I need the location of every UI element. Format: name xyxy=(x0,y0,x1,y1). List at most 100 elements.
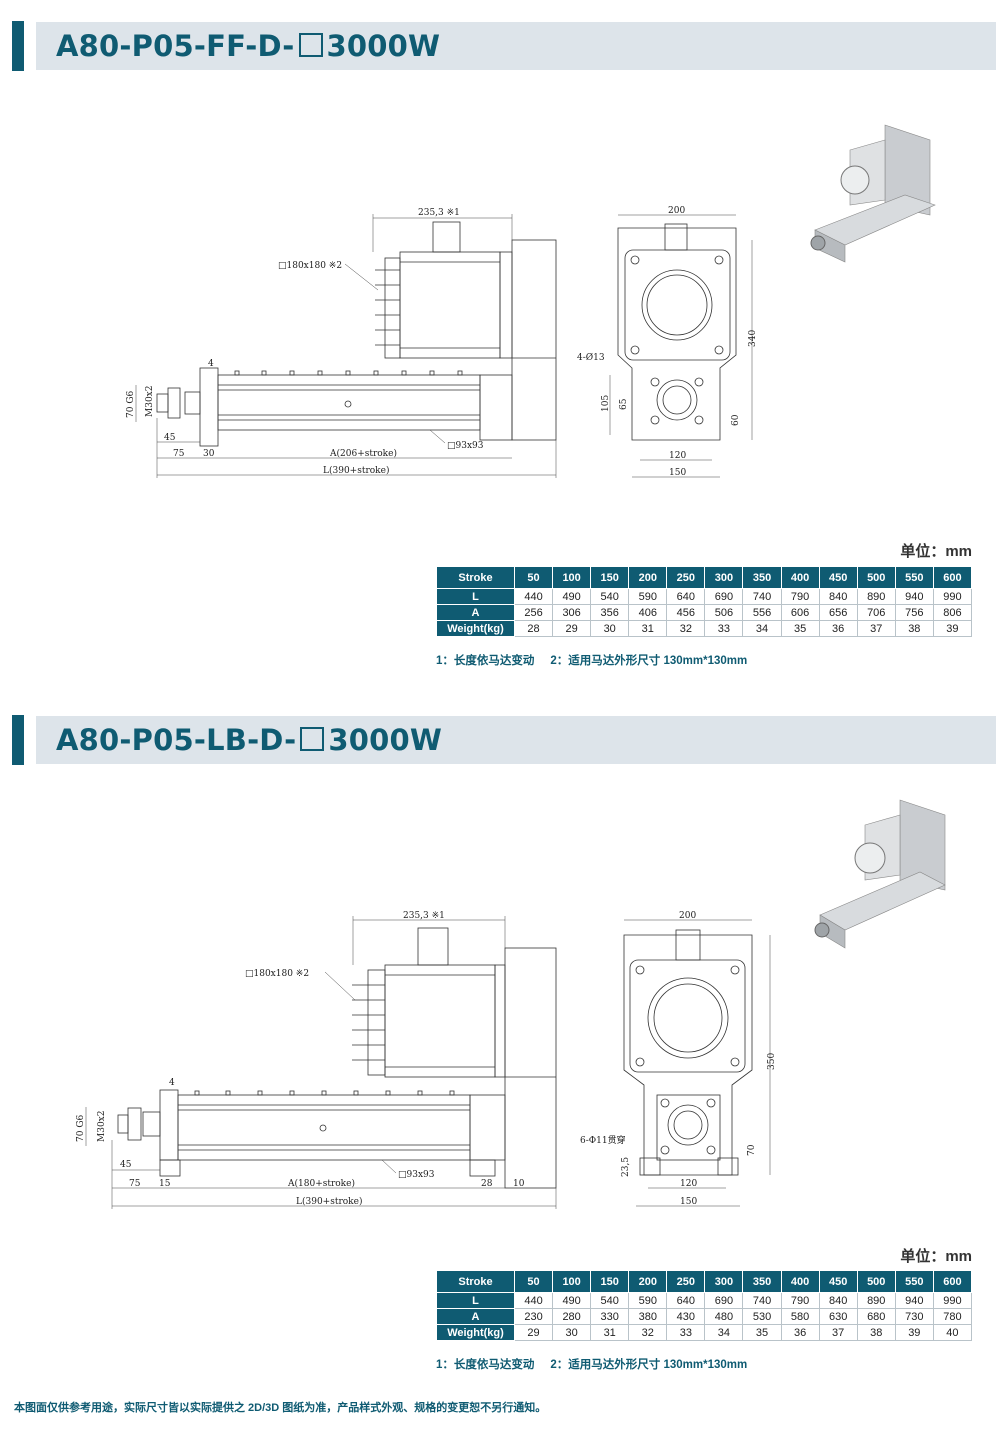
table-cell: 940 xyxy=(894,1292,934,1309)
table-cell: 33 xyxy=(704,620,744,637)
table-cell: 490 xyxy=(552,1292,592,1309)
table-header-cell: 150 xyxy=(590,566,630,589)
table-cell: 556 xyxy=(742,604,782,621)
note-1: 1：长度依马达变动 xyxy=(436,655,535,667)
table-cell: 38 xyxy=(894,620,934,637)
dim-flange-thickness: 4 xyxy=(169,1078,175,1088)
table-cell: 37 xyxy=(856,620,896,637)
table-cell: 630 xyxy=(818,1308,858,1325)
table-cell: 430 xyxy=(666,1308,706,1325)
dim-60: 60 xyxy=(731,414,741,426)
dim-rod-len: 45 xyxy=(164,433,176,443)
table-cell: 34 xyxy=(704,1324,744,1341)
table-cell: 330 xyxy=(590,1308,630,1325)
table-cell: 940 xyxy=(894,588,934,605)
table-cell: 480 xyxy=(704,1308,744,1325)
disclaimer-footer: 本图面仅供参考用途，实际尺寸皆以实际提供之 2D/3D 图纸为准，产品样式外观、… xyxy=(14,1402,547,1414)
table-cell: 39 xyxy=(894,1324,934,1341)
section-1-product-3d-image xyxy=(810,124,936,263)
dim-150: 150 xyxy=(680,1197,697,1207)
table-header-cell: 100 xyxy=(552,1270,592,1293)
table-cell: 256 xyxy=(513,604,554,621)
table-cell: 28 xyxy=(513,620,554,637)
table-header-cell: 250 xyxy=(666,1270,706,1293)
dim-a: A(206+stroke) xyxy=(329,448,397,459)
table-cell: 32 xyxy=(628,1324,668,1341)
note-2: 2：适用马达外形尺寸 130mm*130mm xyxy=(550,655,748,667)
table-header-cell: 350 xyxy=(742,566,782,589)
dim-motor-length: 235,3 ※1 xyxy=(418,208,460,218)
dim-holes: 6-Φ11贯穿 xyxy=(580,1134,626,1146)
table-cell: 840 xyxy=(818,1292,858,1309)
table-cell: 756 xyxy=(894,604,934,621)
table-header-cell: 200 xyxy=(628,566,668,589)
table-cell: 29 xyxy=(552,620,592,637)
table-cell: 35 xyxy=(780,620,820,637)
table-cell: 640 xyxy=(666,1292,706,1309)
table-cell: 37 xyxy=(818,1324,858,1341)
dim-rod-len: 45 xyxy=(120,1160,132,1170)
table-header-cell: 50 xyxy=(513,566,554,589)
table-header-cell: 350 xyxy=(742,1270,782,1293)
table-cell: 32 xyxy=(666,620,706,637)
section-1-accent-bar xyxy=(12,21,24,71)
dim-120: 120 xyxy=(669,451,686,461)
table-cell: 530 xyxy=(742,1308,782,1325)
section-1-unit-label: 单位：mm xyxy=(900,543,972,560)
table-cell: 30 xyxy=(552,1324,592,1341)
title-prefix: A80-P05-LB-D- xyxy=(56,723,297,757)
title-prefix: A80-P05-FF-D- xyxy=(56,29,295,63)
section-2-accent-bar xyxy=(12,715,24,765)
table-header-cell: 500 xyxy=(856,1270,896,1293)
table-cell: 540 xyxy=(590,588,630,605)
table-cell: 540 xyxy=(590,1292,630,1309)
row-label: L xyxy=(436,1292,515,1309)
table-header-cell: 550 xyxy=(894,1270,934,1293)
table-cell: 806 xyxy=(932,604,973,621)
table-cell: 780 xyxy=(932,1308,973,1325)
table-cell: 34 xyxy=(742,620,782,637)
dim-l: L(390+stroke) xyxy=(296,1196,362,1207)
dim-foot-w: 28 xyxy=(481,1179,493,1189)
table-cell: 35 xyxy=(742,1324,782,1341)
dim-end-width: 200 xyxy=(668,206,685,216)
table-cell: 740 xyxy=(742,1292,782,1309)
dim-flange-w: 15 xyxy=(159,1179,171,1189)
table-cell: 506 xyxy=(704,604,744,621)
table-header-cell: 600 xyxy=(932,566,973,589)
dim-flange-thickness: 4 xyxy=(208,359,214,369)
title-suffix: 3000W xyxy=(326,29,441,63)
dim-rod-ext: 75 xyxy=(173,449,185,459)
dim-65: 65 xyxy=(619,398,629,410)
table-cell: 440 xyxy=(513,588,554,605)
table-cell: 406 xyxy=(628,604,668,621)
table-cell: 590 xyxy=(628,1292,668,1309)
table-cell: 590 xyxy=(628,588,668,605)
section-2-product-3d-image xyxy=(814,799,946,949)
table-cell: 890 xyxy=(856,1292,896,1309)
table-header-cell: 400 xyxy=(780,1270,820,1293)
table-cell: 306 xyxy=(552,604,592,621)
table-cell: 690 xyxy=(704,1292,744,1309)
row-label: Weight(kg) xyxy=(436,1324,515,1341)
table-cell: 38 xyxy=(856,1324,896,1341)
table-header-cell: 450 xyxy=(818,566,858,589)
dim-thread: M30x2 xyxy=(145,386,155,417)
dim-motor-flange: □180x180 ※2 xyxy=(245,969,309,979)
table-header-cell: Stroke xyxy=(436,566,515,589)
dim-a: A(180+stroke) xyxy=(287,1178,355,1189)
table-header-cell: 200 xyxy=(628,1270,668,1293)
table-cell: 790 xyxy=(780,588,820,605)
dim-body-section: □93x93 xyxy=(398,1170,435,1180)
table-cell: 356 xyxy=(590,604,630,621)
table-header-cell: 300 xyxy=(704,1270,744,1293)
